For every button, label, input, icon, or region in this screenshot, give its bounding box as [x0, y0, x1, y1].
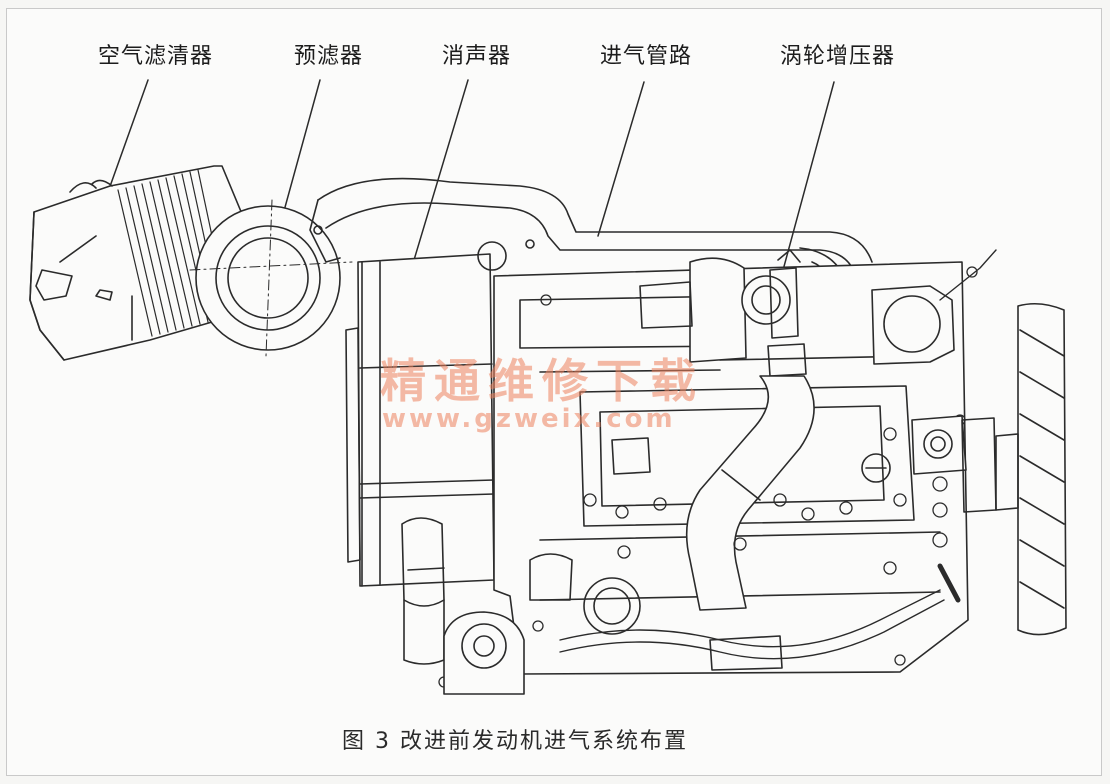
engine-bolts: [438, 266, 978, 688]
label-turbocharger: 涡轮增压器: [780, 44, 896, 69]
figure-caption: 图 3 改进前发动机进气系统布置: [342, 729, 688, 754]
pre-filter-shape: [189, 199, 353, 357]
label-silencer: 消声器: [442, 44, 512, 69]
label-pre-filter: 预滤器: [294, 44, 364, 69]
label-intake-pipe: 进气管路: [600, 44, 693, 69]
watermark-text: 精通维修下载: [380, 354, 704, 408]
cooling-fan-shape: [995, 302, 1067, 636]
watermark-url: www.gzweix.com: [382, 404, 676, 434]
lower-hoses: [559, 249, 997, 660]
silencer-shape: [345, 241, 507, 665]
turbocharger-shape: [639, 249, 807, 377]
intake-elbow-shape: [685, 375, 815, 611]
label-air-filter: 空气滤清器: [98, 44, 214, 69]
front-accessories-shape: [871, 285, 997, 603]
lower-pulley-shape: [443, 611, 525, 695]
